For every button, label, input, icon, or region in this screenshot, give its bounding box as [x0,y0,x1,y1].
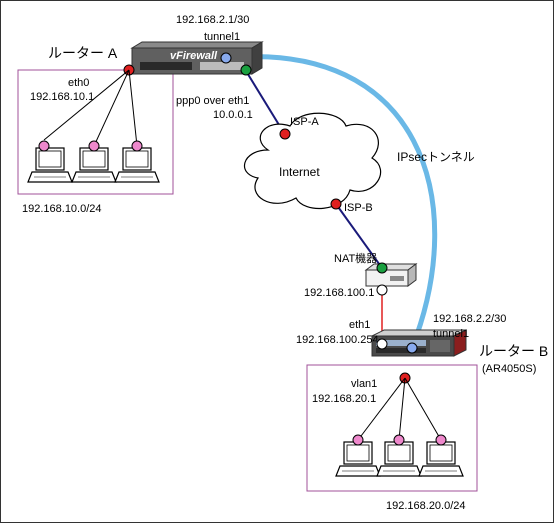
router-b-lan-ip: 192.168.20.1 [312,393,376,405]
laptop-a1-node [38,140,50,152]
router-a-wan-if: ppp0 over eth1 [176,95,249,107]
isp-a-node [279,128,291,140]
router-a-lan-if: eth0 [68,77,89,89]
laptop-a2 [71,147,117,183]
router-a-title: ルーター A [48,45,118,61]
router-b-title: ルーター B [479,343,548,359]
router-b-lan-if: vlan1 [351,378,377,390]
link-router-a-isp-a [245,70,285,134]
nat-label: NAT機器 [334,251,377,265]
isp-b-node [330,198,342,210]
router-b-wan-ip: 192.168.100.254 [296,334,379,346]
router-b-wan-node [376,338,388,350]
lan-a-box [17,69,174,195]
nat-inside-node [376,284,388,296]
lan-a-network: 192.168.10.0/24 [22,203,102,215]
laptop-b2-node [393,434,405,446]
router-a-tunnel-node [220,52,232,64]
laptop-a2-node [88,140,100,152]
router-a-wan-ip: 10.0.0.1 [213,109,253,121]
ipsec-tunnel-line [225,54,438,349]
isp-b-label: ISP-B [344,202,373,214]
internet-label: Internet [279,165,320,179]
router-b-wan-if: eth1 [349,319,370,331]
router-b-tunnel-node [406,342,418,354]
router-a-tunnel-ip: 192.168.2.1/30 [176,14,249,26]
router-a-lan-ip: 192.168.10.1 [30,91,94,103]
router-b-tunnel-name: tunnel1 [433,328,469,340]
laptop-a3-node [131,140,143,152]
lan-b-links [357,377,442,441]
nat-outside-node [376,262,388,274]
laptop-a1 [27,147,73,183]
nat-device [364,263,418,287]
lan-a-links [43,69,138,147]
router-a-brand: vFirewall [170,50,218,62]
link-isp-b-nat [335,203,383,269]
nat-inside-ip: 192.168.100.1 [304,287,374,299]
laptop-b1-node [352,434,364,446]
router-a-wan-node [240,64,252,76]
router-b-tunnel-ip: 192.168.2.2/30 [433,313,506,325]
router-b-model: (AR4050S) [482,363,536,375]
laptop-b3 [418,441,464,477]
lan-b-network: 192.168.20.0/24 [386,500,466,512]
laptop-a3 [114,147,160,183]
ipsec-label: IPsecトンネル [397,150,475,164]
router-a-tunnel-name: tunnel1 [204,31,240,43]
internet-cloud [243,112,382,210]
laptop-b3-node [435,434,447,446]
isp-a-label: ISP-A [290,116,319,128]
laptop-b1 [335,441,381,477]
laptop-b2 [376,441,422,477]
lan-b-box [306,364,478,492]
router-a-device [130,41,264,75]
